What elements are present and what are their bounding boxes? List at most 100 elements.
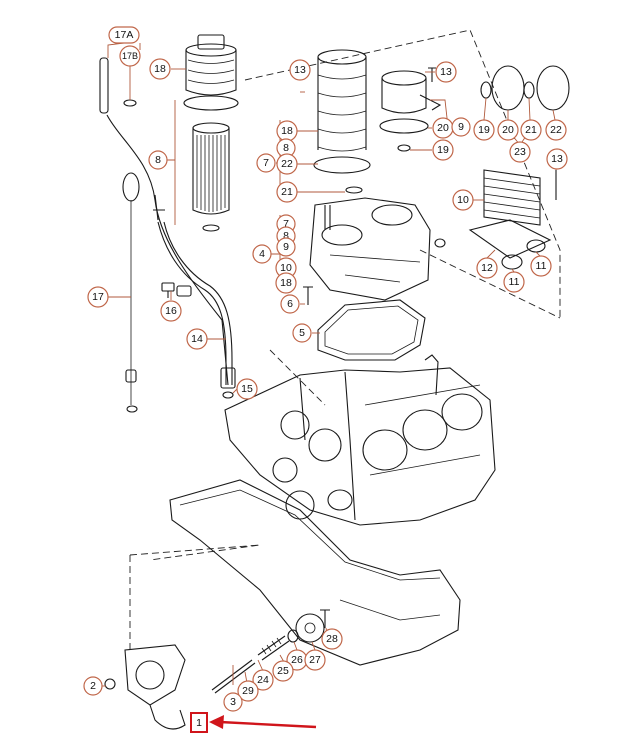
callout-20-b[interactable]: 20 <box>497 119 519 141</box>
callout-label: 19 <box>478 124 490 136</box>
callout-24[interactable]: 24 <box>252 669 274 691</box>
callout-label: 17A <box>115 29 134 41</box>
callout-label: 15 <box>241 383 253 395</box>
callout-15[interactable]: 15 <box>236 378 258 400</box>
callout-label: 27 <box>309 654 321 666</box>
callout-19[interactable]: 19 <box>432 139 454 161</box>
highlight-arrow <box>209 715 317 729</box>
callout-25[interactable]: 25 <box>272 660 294 682</box>
callout-label: 22 <box>550 124 562 136</box>
callout-label: 26 <box>291 654 303 666</box>
callout-3[interactable]: 3 <box>223 692 243 712</box>
callout-label: 19 <box>437 144 449 156</box>
callout-22[interactable]: 22 <box>276 153 298 175</box>
callout-17[interactable]: 17 <box>87 286 109 308</box>
callout-label: 4 <box>259 248 265 260</box>
callout-label: 21 <box>525 124 537 136</box>
dashed-frames <box>129 29 561 650</box>
callout-label: 25 <box>277 665 289 677</box>
oil-filter-cap <box>183 34 239 111</box>
callout-7[interactable]: 7 <box>256 153 276 173</box>
callout-label: 5 <box>299 327 305 339</box>
callout-19-b[interactable]: 19 <box>473 119 495 141</box>
callout-label: 21 <box>281 186 293 198</box>
oil-cooler-filter-housing <box>313 49 371 194</box>
oil-pump <box>104 644 186 730</box>
callout-label: 22 <box>281 158 293 170</box>
callout-label: 29 <box>242 685 254 697</box>
callout-label: 28 <box>326 633 338 645</box>
callout-12[interactable]: 12 <box>476 257 498 279</box>
callout-18-c[interactable]: 18 <box>275 272 297 294</box>
callout-label: 11 <box>536 260 547 272</box>
callout-label: 8 <box>155 154 161 166</box>
callout-label: 10 <box>280 262 292 274</box>
callout-5[interactable]: 5 <box>292 323 312 343</box>
callout-label: 7 <box>263 157 269 169</box>
callout-label: 17B <box>122 51 138 61</box>
callout-label: 13 <box>294 64 306 76</box>
callout-13-b[interactable]: 13 <box>435 61 457 83</box>
oil-cooler <box>468 169 557 259</box>
callout-28[interactable]: 28 <box>321 628 343 650</box>
callout-2[interactable]: 2 <box>83 676 103 696</box>
callout-label: 17 <box>92 291 104 303</box>
callout-21-b[interactable]: 21 <box>520 119 542 141</box>
callout-label: 14 <box>191 333 203 345</box>
engine-block <box>224 354 496 526</box>
callout-17b[interactable]: 17B <box>119 45 141 67</box>
callout-label: 13 <box>440 66 452 78</box>
callout-label: 23 <box>514 146 526 158</box>
callout-10-b[interactable]: 10 <box>452 189 474 211</box>
callout-label: 7 <box>283 218 289 230</box>
callout-label: 18 <box>280 277 292 289</box>
callout-label: 9 <box>283 241 289 253</box>
callout-18-b[interactable]: 18 <box>276 120 298 142</box>
bolt-16 <box>161 282 192 298</box>
callout-1-highlighted[interactable]: 1 <box>190 712 208 733</box>
callout-label: 8 <box>283 230 289 242</box>
oil-filter-element <box>192 122 230 232</box>
oil-filter-bracket <box>303 197 446 305</box>
callout-13-a[interactable]: 13 <box>289 59 311 81</box>
callout-label: 10 <box>457 194 469 206</box>
callout-label: 16 <box>165 305 177 317</box>
callout-label: 2 <box>90 680 96 692</box>
pressure-relief-valve <box>211 629 299 694</box>
callout-9-b[interactable]: 9 <box>451 117 471 137</box>
callout-20[interactable]: 20 <box>432 117 454 139</box>
callout-13-c[interactable]: 13 <box>546 148 568 170</box>
callout-label: 1 <box>196 717 202 729</box>
callout-label: 24 <box>257 674 269 686</box>
oil-pan <box>169 479 461 666</box>
callout-22-b[interactable]: 22 <box>545 119 567 141</box>
callout-21[interactable]: 21 <box>276 181 298 203</box>
oil-pressure-housing <box>379 67 442 152</box>
callout-11[interactable]: 11 <box>503 271 525 293</box>
callout-label: 13 <box>551 153 563 165</box>
callout-18[interactable]: 18 <box>149 58 171 80</box>
callout-label: 11 <box>509 276 520 288</box>
callout-label: 9 <box>458 121 464 133</box>
callout-label: 18 <box>154 63 166 75</box>
callout-4[interactable]: 4 <box>252 244 272 264</box>
callout-6[interactable]: 6 <box>280 294 300 314</box>
callout-29[interactable]: 29 <box>237 680 259 702</box>
callout-14[interactable]: 14 <box>186 328 208 350</box>
dipstick-guide-tube <box>157 221 236 399</box>
callout-17a[interactable]: 17A <box>108 26 140 44</box>
callout-label: 6 <box>287 298 293 310</box>
callout-27[interactable]: 27 <box>304 649 326 671</box>
callout-label: 12 <box>481 262 493 274</box>
callout-label: 20 <box>437 122 449 134</box>
callout-23[interactable]: 23 <box>509 141 531 163</box>
callout-label: 18 <box>281 125 293 137</box>
callout-label: 20 <box>502 124 514 136</box>
callout-16[interactable]: 16 <box>160 300 182 322</box>
callout-8[interactable]: 8 <box>148 150 168 170</box>
callout-9[interactable]: 9 <box>276 237 296 257</box>
leader-lines <box>102 42 557 687</box>
callout-11-b[interactable]: 11 <box>530 255 552 277</box>
